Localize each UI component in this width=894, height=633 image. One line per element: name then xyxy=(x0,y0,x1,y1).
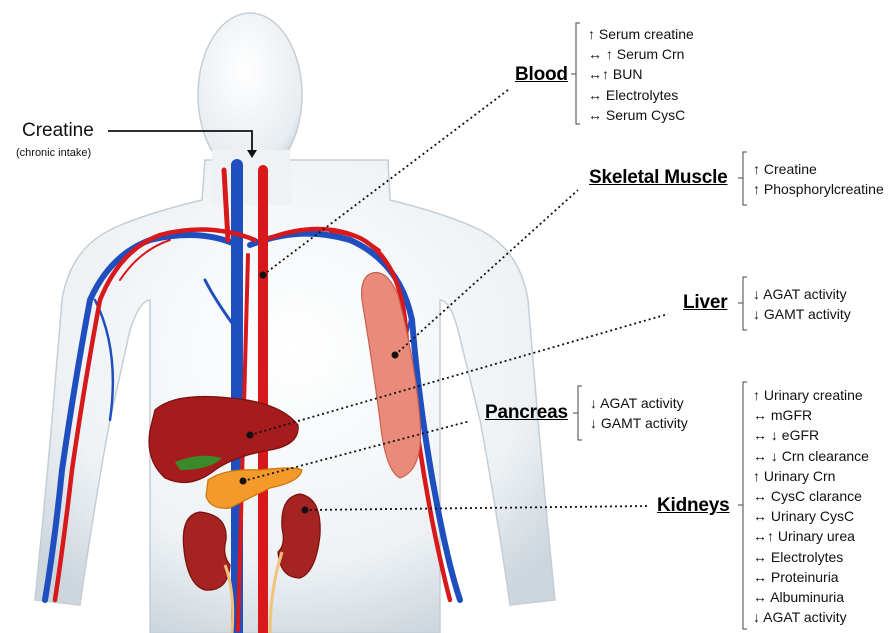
pancreas-effects-list: ↓ AGAT activity ↓ GAMT activity xyxy=(590,393,688,433)
liver-effect: ↓ AGAT activity xyxy=(753,284,851,304)
kidneys-effect: ↔ CysC clarance xyxy=(753,486,869,506)
blood-effect: ↑ Serum creatine xyxy=(588,24,694,44)
kidneys-effect: ↓ AGAT activity xyxy=(753,607,869,627)
pancreas-effect: ↓ AGAT activity xyxy=(590,393,688,413)
pancreas-title: Pancreas xyxy=(485,402,568,424)
liver-title: Liver xyxy=(683,292,727,314)
kidneys-effects-list: ↑ Urinary creatine ↔ mGFR ↔ ↓ eGFR ↔ ↓ C… xyxy=(753,385,869,627)
kidneys-title: Kidneys xyxy=(657,495,730,517)
muscle-title: Skeletal Muscle xyxy=(589,167,728,189)
muscle-effect: ↑ Creatine xyxy=(753,159,884,179)
liver-effect: ↓ GAMT activity xyxy=(753,304,851,324)
kidneys-effect: ↔ ↓ Crn clearance xyxy=(753,446,869,466)
kidneys-effect: ↔ Albuminuria xyxy=(753,587,869,607)
kidneys-effect: ↑ Urinary creatine xyxy=(753,385,869,405)
muscle-effects-list: ↑ Creatine ↑ Phosphorylcreatine xyxy=(753,159,884,199)
muscle-effect: ↑ Phosphorylcreatine xyxy=(753,179,884,199)
kidneys-effect: ↔↑ Urinary urea xyxy=(753,526,869,546)
kidneys-effect: ↔ Urinary CysC xyxy=(753,506,869,526)
liver-effects-list: ↓ AGAT activity ↓ GAMT activity xyxy=(753,284,851,324)
blood-effect: ↔ ↑ Serum Crn xyxy=(588,44,694,64)
blood-title: Blood xyxy=(515,64,568,86)
blood-effect: ↔ Electrolytes xyxy=(588,85,694,105)
kidneys-effect: ↔ Proteinuria xyxy=(753,567,869,587)
pancreas-effect: ↓ GAMT activity xyxy=(590,413,688,433)
kidneys-effect: ↑ Urinary Crn xyxy=(753,466,869,486)
blood-effect: ↔↑ BUN xyxy=(588,64,694,84)
kidneys-effect: ↔ Electrolytes xyxy=(753,547,869,567)
kidneys-effect: ↔ ↓ eGFR xyxy=(753,425,869,445)
blood-effects-list: ↑ Serum creatine ↔ ↑ Serum Crn ↔↑ BUN ↔ … xyxy=(588,24,694,125)
intake-sublabel: (chronic intake) xyxy=(16,147,91,159)
blood-effect: ↔ Serum CysC xyxy=(588,105,694,125)
intake-label: Creatine xyxy=(22,120,94,142)
kidneys-effect: ↔ mGFR xyxy=(753,405,869,425)
